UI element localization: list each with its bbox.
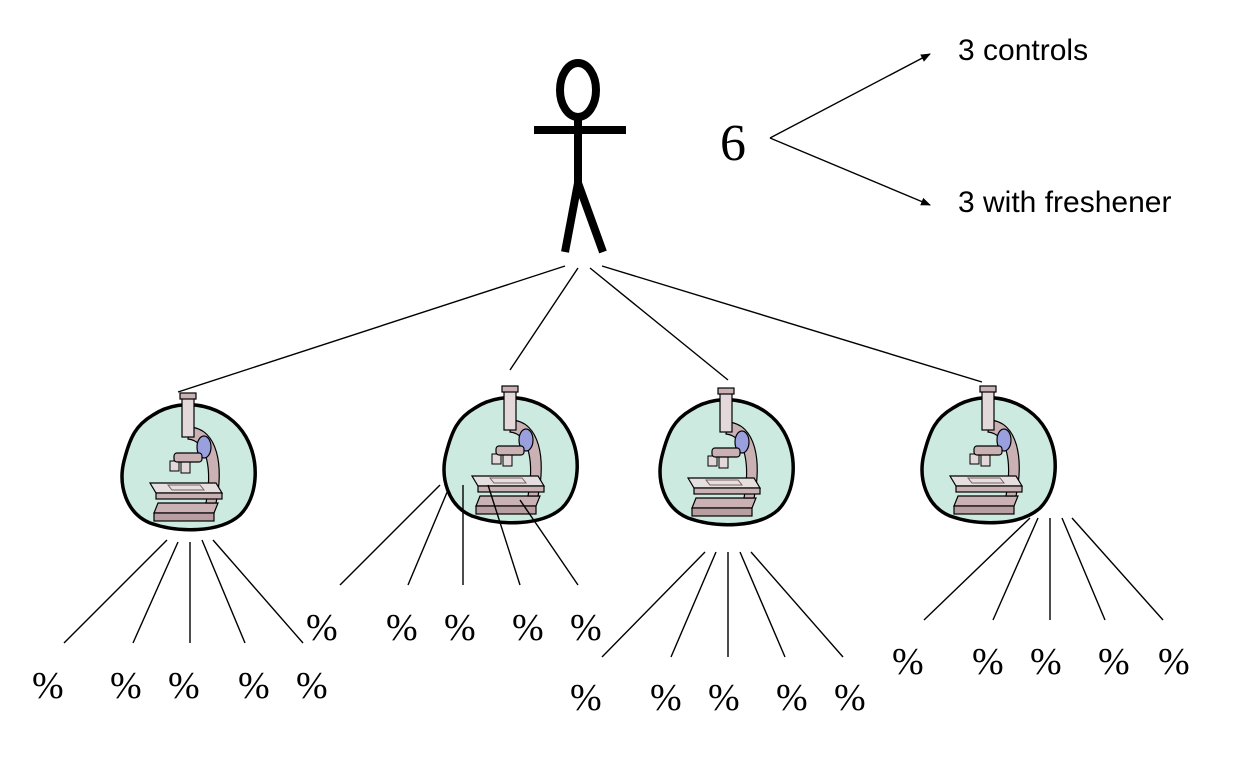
microscope-icon: [658, 386, 795, 527]
result-branch-line: [1071, 517, 1164, 621]
result-branch-line: [132, 541, 179, 644]
result-percent: %: [32, 665, 64, 707]
result-percent: %: [512, 607, 544, 649]
result-branch-line: [601, 551, 706, 658]
result-percent: %: [650, 677, 682, 719]
result-branch-line: [201, 539, 246, 644]
result-percent: %: [570, 677, 602, 719]
result-branch-line: [63, 539, 168, 644]
result-branch-line: [750, 551, 844, 658]
result-branch-line: [670, 551, 717, 658]
sample-group-4: %%%%%: [892, 384, 1190, 683]
result-percent: %: [238, 665, 270, 707]
person-to-sample-lines: [177, 265, 983, 393]
branch-freshener-label: 3 with freshener: [958, 186, 1171, 219]
arrow-to-controls: [769, 53, 931, 139]
result-percent: %: [444, 607, 476, 649]
result-percent: %: [570, 607, 602, 649]
result-percent: %: [296, 665, 328, 707]
result-percent: %: [972, 641, 1004, 683]
result-percent: %: [892, 641, 924, 683]
result-percent: %: [1158, 641, 1190, 683]
result-percent: %: [1030, 641, 1062, 683]
result-branch-line: [407, 489, 449, 586]
result-branch-line: [487, 484, 521, 586]
result-branch-line: [339, 484, 441, 586]
result-branch-line: [1061, 517, 1106, 621]
result-percent: %: [1098, 641, 1130, 683]
result-branch-line: [739, 551, 786, 658]
sample-group-1: %%%%%: [32, 391, 328, 707]
sample-group-2: %%%%%: [306, 384, 602, 649]
arrow-to-freshener: [769, 137, 931, 206]
microscope-icon: [920, 384, 1057, 525]
stick-figure-icon: [534, 59, 626, 254]
microscope-icon: [120, 391, 257, 532]
result-percent: %: [306, 607, 338, 649]
result-percent: %: [776, 677, 808, 719]
sample-group-3: %%%%%: [570, 386, 866, 719]
result-percent: %: [168, 665, 200, 707]
microscope-icon: [442, 384, 579, 525]
sample-groups: %%%%%%%%%%%%%%%%%%%%: [32, 384, 1190, 719]
sample-count: 6: [720, 115, 746, 172]
result-percent: %: [110, 665, 142, 707]
result-branch-line: [519, 499, 579, 586]
result-percent: %: [834, 677, 866, 719]
branch-controls-label: 3 controls: [958, 34, 1088, 67]
result-percent: %: [386, 607, 418, 649]
result-branch-line: [923, 517, 1031, 621]
result-branch-line: [992, 517, 1039, 621]
result-branch-line: [212, 539, 304, 644]
result-percent: %: [708, 677, 740, 719]
